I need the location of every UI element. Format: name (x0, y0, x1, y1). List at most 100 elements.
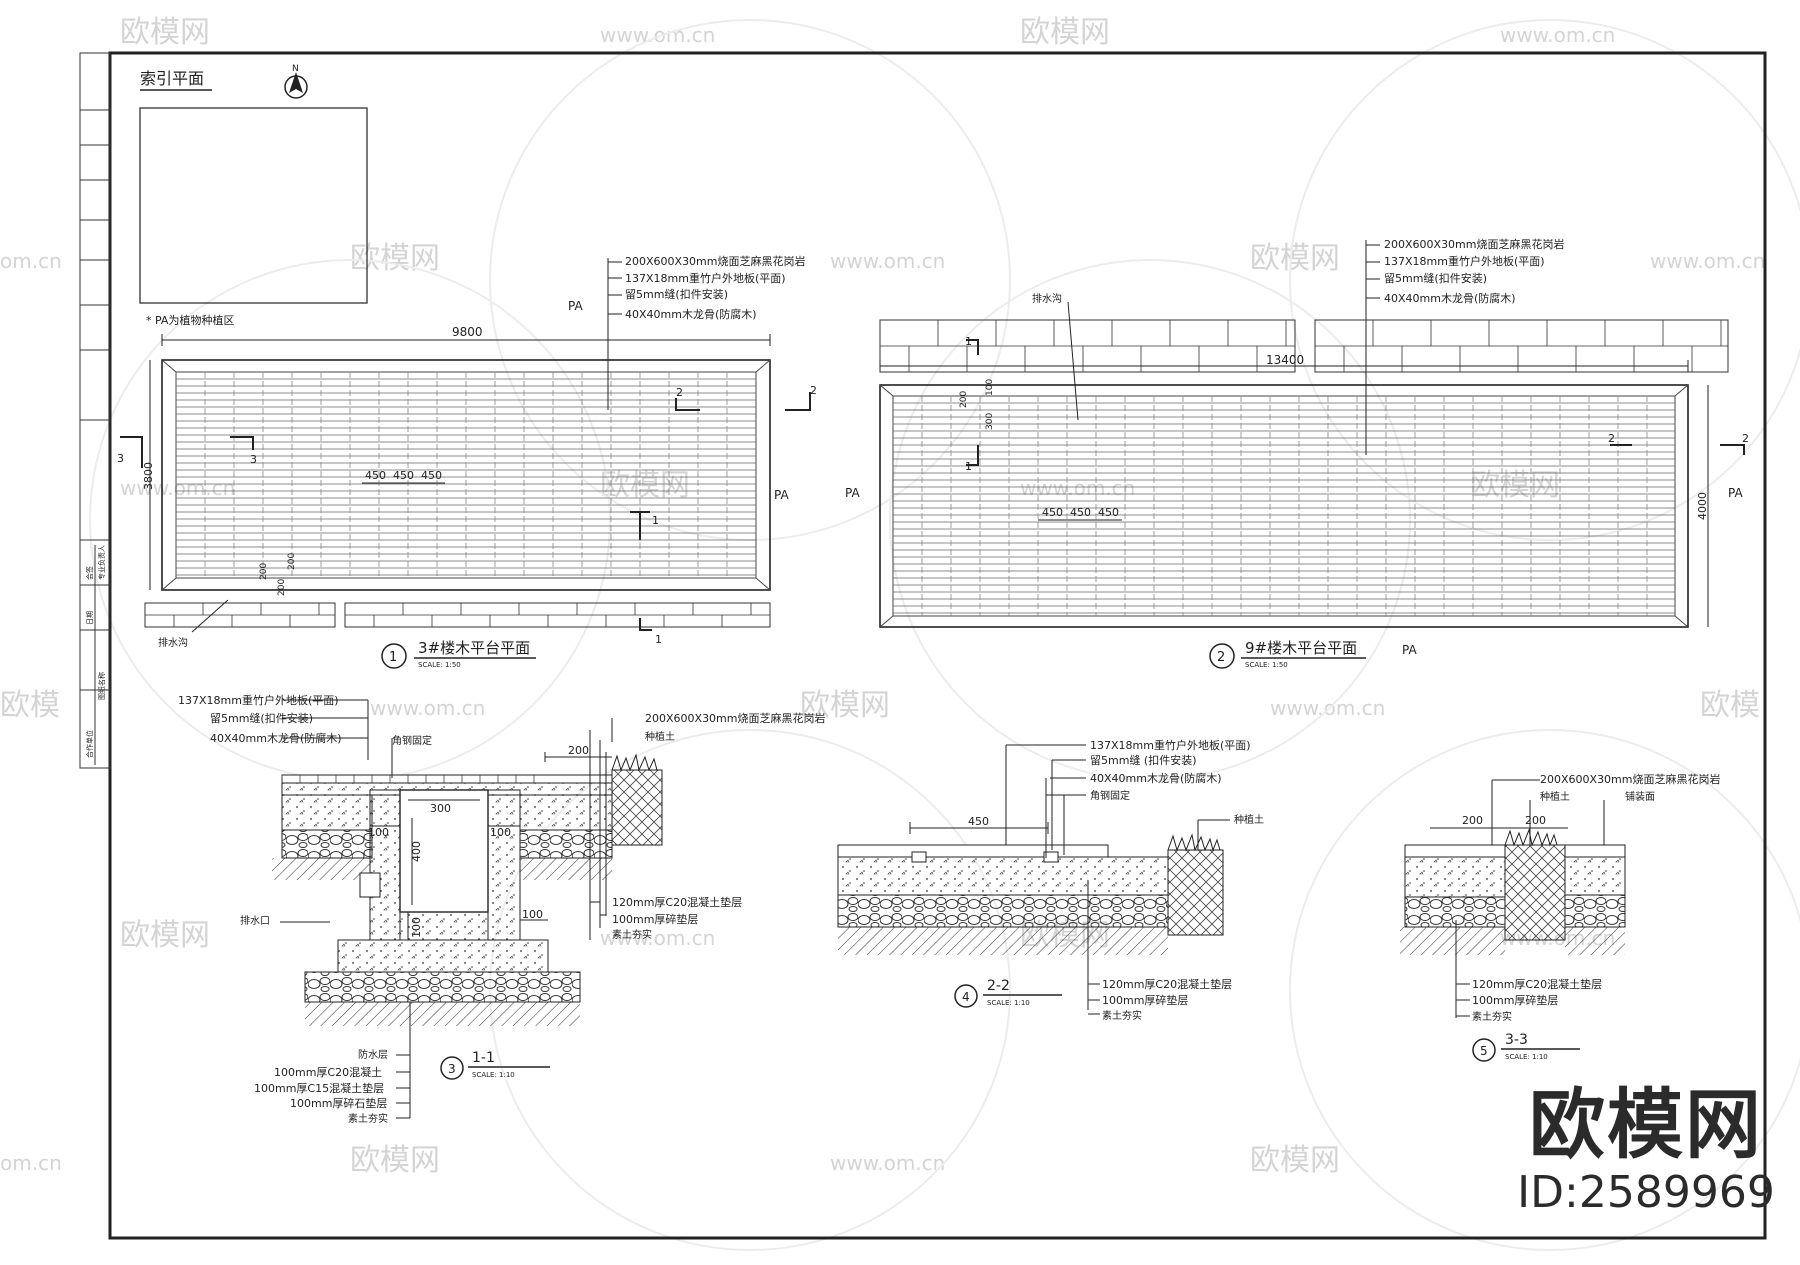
plan1-label-3: 留5mm缝(扣件安装) (625, 287, 728, 301)
watermark-text: om.cn (0, 1151, 62, 1175)
plan1-scale: SCALE: 1:50 (418, 661, 461, 669)
plan2-marker-2b: 2 (1742, 432, 1749, 445)
plan2-marker-2a: 2 (1608, 432, 1615, 445)
watermark-text: www.om.cn (370, 696, 485, 720)
sec1-scale: SCALE: 1:10 (472, 1071, 515, 1079)
north-label: N (292, 64, 299, 74)
watermark-text: 欧模网 (1250, 241, 1340, 276)
watermark-text: www.om.cn (1650, 249, 1765, 273)
watermark-text: 欧模网 (120, 15, 210, 50)
plan2-marker-1b: 1 (965, 460, 972, 473)
sec1-right-label-1: 120mm厚C20混凝土垫层 (612, 895, 742, 909)
plan2-spacing-1: 450 (1042, 506, 1063, 519)
sec3-dim-1: 200 (1462, 814, 1483, 827)
sec1-top-label-1: 137X18mm重竹户外地板(平面) (178, 693, 339, 707)
plan1-marker-2b: 2 (676, 386, 683, 399)
plan2-pa-right: PA (1728, 486, 1743, 500)
sec1-dim-100a: 100 (368, 826, 389, 839)
plan2-label-2: 137X18mm重竹户外地板(平面) (1384, 254, 1545, 268)
sec1-bottom-label-3: 100mm厚C15混凝土垫层 (254, 1081, 384, 1095)
plan1-marker-1b: 1 (655, 633, 662, 646)
sec1-title: 1-1 (472, 1050, 495, 1066)
sec1-dim-200: 200 (568, 744, 589, 757)
sec1-mid-label-1: 角钢固定 (392, 734, 432, 747)
brand-logo: 欧模网 (1529, 1080, 1763, 1169)
sec1-number: 3 (448, 1062, 456, 1076)
sec2-dim-450: 450 (968, 815, 989, 828)
sec1-top-label-3: 40X40mm木龙骨(防腐木) (210, 731, 342, 745)
watermark-text: 欧模 (1700, 688, 1760, 723)
sec1-bottom-label-1: 防水层 (358, 1048, 388, 1061)
watermark-text: 欧模网 (1470, 468, 1560, 503)
sec3-bottom-label-3: 素土夯实 (1472, 1010, 1512, 1023)
plan1-spacing-3: 450 (421, 469, 442, 482)
section-2-2 (837, 833, 1224, 955)
plan1-pa-right: PA (774, 488, 789, 502)
sec1-top-label-2: 留5mm缝(扣件安装) (210, 711, 313, 725)
watermark-text: www.om.cn (1500, 23, 1615, 47)
watermark-text: 欧模网 (1020, 15, 1110, 50)
plan2-pa-left: PA (845, 486, 860, 500)
watermark-text: 欧模网 (120, 918, 210, 953)
sec3-number: 5 (1480, 1044, 1488, 1058)
watermark-text: www.om.cn (600, 926, 715, 950)
plan1-title: 3#楼木平台平面 (418, 639, 530, 657)
sec3-top-label-2: 种植土 (1540, 790, 1570, 803)
sec2-top-label-1: 137X18mm重竹户外地板(平面) (1090, 738, 1251, 752)
plan1-spacing-1: 450 (365, 469, 386, 482)
plan1-dim-small-3: 200 (287, 553, 297, 570)
sec2-title: 2-2 (987, 978, 1010, 994)
plan2-spacing-3: 450 (1098, 506, 1119, 519)
sec2-bottom-label-1: 120mm厚C20混凝土垫层 (1102, 977, 1232, 991)
watermark-text: 欧模 (0, 688, 60, 723)
sec2-bottom-label-2: 100mm厚碎垫层 (1102, 993, 1188, 1007)
sec2-bottom-label-3: 素土夯实 (1102, 1009, 1142, 1022)
plan1-marker-3b: 3 (250, 453, 257, 466)
plan1-number: 1 (389, 650, 397, 665)
plan2-label-4: 40X40mm木龙骨(防腐木) (1384, 291, 1516, 305)
sec1-mid-label-2: 200X600X30mm烧面芝麻黑花岗岩 (645, 711, 826, 725)
plan1-drain-label: 排水沟 (158, 636, 188, 649)
plan2-dim-small-2: 300 (985, 413, 995, 430)
section-3-3 (1400, 828, 1626, 955)
plan1-label-2: 137X18mm重竹户外地板(平面) (625, 271, 786, 285)
plan-9-deck (879, 319, 1729, 628)
sec3-bottom-label-2: 100mm厚碎垫层 (1472, 993, 1558, 1007)
plan2-dim-width: 13400 (1266, 353, 1304, 367)
plan2-spacing-2: 450 (1070, 506, 1091, 519)
watermark-text: www.om.cn (600, 23, 715, 47)
watermark-text: 欧模网 (600, 468, 690, 503)
title-block (79, 52, 111, 769)
brand-id: ID:2589969 (1517, 1167, 1775, 1218)
plan1-marker-3a: 3 (117, 452, 124, 465)
plan1-dim-small-2: 200 (277, 579, 287, 596)
plan2-dim-height: 4000 (1696, 492, 1709, 520)
index-plan-title: 索引平面 (140, 69, 204, 88)
plan2-number: 2 (1217, 650, 1225, 665)
titleblock-text-2: 图纸名称 (97, 672, 106, 700)
sec1-dim-100d: 100 (410, 917, 423, 938)
watermark-text: 欧模网 (350, 1143, 440, 1178)
sec2-top-label-4: 角钢固定 (1090, 789, 1130, 802)
plan2-dim-small-1: 200 (959, 391, 969, 408)
sec3-top-label-1: 200X600X30mm烧面芝麻黑花岗岩 (1540, 772, 1721, 786)
sec1-dim-100b: 100 (490, 826, 511, 839)
plan2-title: 9#楼木平台平面 (1245, 639, 1357, 657)
brand-watermark: 欧模网 ID:2589969 (1516, 1083, 1776, 1219)
plan2-label-3: 留5mm缝(扣件安装) (1384, 271, 1487, 285)
sec1-bottom-label-4: 100mm厚碎石垫层 (290, 1096, 387, 1110)
north-arrow-icon (284, 72, 308, 99)
plan1-dim-small-1: 200 (259, 563, 269, 580)
sec3-top-label-3: 铺装面 (1625, 790, 1655, 803)
sec3-title: 3-3 (1505, 1032, 1528, 1048)
plan1-spacing-2: 450 (393, 469, 414, 482)
section-1-1 (272, 753, 663, 1026)
watermark-text: www.om.cn (120, 476, 235, 500)
sec2-top-label-3: 40X40mm木龙骨(防腐木) (1090, 771, 1222, 785)
plan2-pa-bottom: PA (1402, 643, 1417, 657)
sec1-bottom-label-2: 100mm厚C20混凝土 (274, 1065, 382, 1079)
plan1-marker-1a: 1 (652, 514, 659, 527)
plan1-dim-width: 9800 (452, 325, 483, 339)
sec1-right-label-2: 100mm厚碎垫层 (612, 912, 698, 926)
